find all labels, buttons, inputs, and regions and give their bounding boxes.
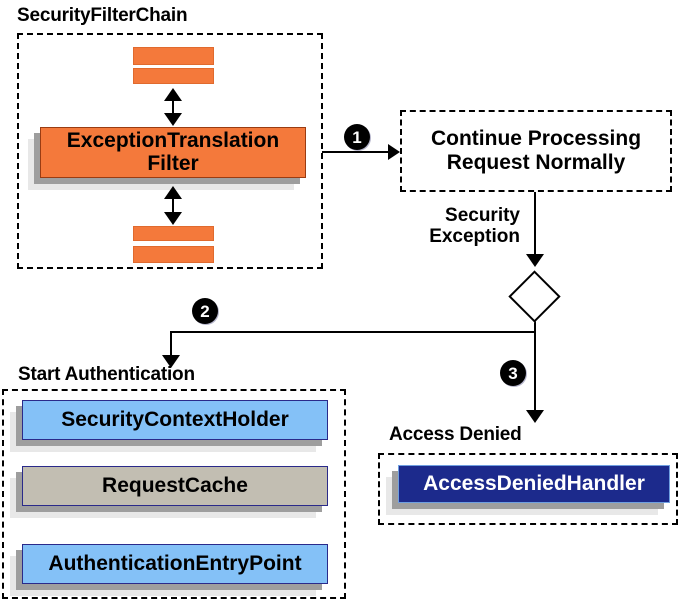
node-request-cache[interactable]: RequestCache bbox=[22, 466, 328, 506]
node-exception-translation-filter[interactable]: ExceptionTranslation Filter bbox=[40, 127, 306, 178]
node-security-context-holder[interactable]: SecurityContextHolder bbox=[22, 400, 328, 440]
node-exception-translation-filter-line2: Filter bbox=[147, 151, 199, 175]
edge-exception-arrow-down-icon bbox=[526, 254, 544, 267]
filter-bar-4[interactable] bbox=[133, 246, 214, 263]
group-label-start-authentication: Start Authentication bbox=[18, 364, 195, 385]
edge-1-arrow-right-icon bbox=[388, 144, 400, 160]
edge-label-security-exception-line2: Exception bbox=[429, 226, 520, 248]
group-access-denied bbox=[378, 453, 678, 525]
step-badge-2: 2 bbox=[192, 298, 218, 324]
edge-exception-line bbox=[534, 192, 536, 256]
filter-bar-1[interactable] bbox=[133, 47, 214, 65]
node-continue-processing[interactable]: Continue Processing Request Normally bbox=[400, 110, 672, 192]
group-label-access-denied: Access Denied bbox=[389, 424, 522, 445]
decision-out-stem bbox=[534, 315, 536, 333]
arrow-down-icon-bottom bbox=[164, 212, 182, 225]
arrow-up-icon-bottom bbox=[164, 186, 182, 199]
edge-1-line bbox=[322, 151, 390, 153]
step-badge-3: 3 bbox=[500, 360, 526, 386]
edge-label-security-exception-line1: Security bbox=[445, 205, 520, 226]
group-label-security-filter-chain: SecurityFilterChain bbox=[17, 5, 188, 26]
edge-3-vertical bbox=[534, 331, 536, 412]
edge-2-arrow-down-icon bbox=[162, 355, 180, 368]
connector-top-vertical bbox=[172, 95, 174, 117]
step-badge-1: 1 bbox=[344, 124, 370, 150]
edge-2-vertical bbox=[170, 331, 172, 357]
edge-3-arrow-down-icon bbox=[526, 410, 544, 423]
node-continue-processing-line2: Request Normally bbox=[446, 151, 626, 174]
arrow-up-icon-top bbox=[164, 88, 182, 101]
arrow-down-icon-top bbox=[164, 113, 182, 126]
filter-bar-3[interactable] bbox=[133, 226, 214, 241]
connector-bottom-vertical bbox=[172, 193, 174, 215]
group-start-authentication bbox=[2, 389, 346, 599]
node-continue-processing-line1: Continue Processing bbox=[430, 126, 642, 150]
edge-2-horizontal bbox=[170, 331, 536, 333]
node-exception-translation-filter-line1: ExceptionTranslation bbox=[66, 128, 280, 152]
decision-diamond[interactable] bbox=[508, 270, 561, 323]
node-authentication-entry-point[interactable]: AuthenticationEntryPoint bbox=[22, 544, 328, 584]
node-access-denied-handler[interactable]: AccessDeniedHandler bbox=[398, 465, 670, 503]
edge-label-security-exception: Security Exception bbox=[398, 205, 520, 248]
filter-bar-2[interactable] bbox=[133, 68, 214, 84]
